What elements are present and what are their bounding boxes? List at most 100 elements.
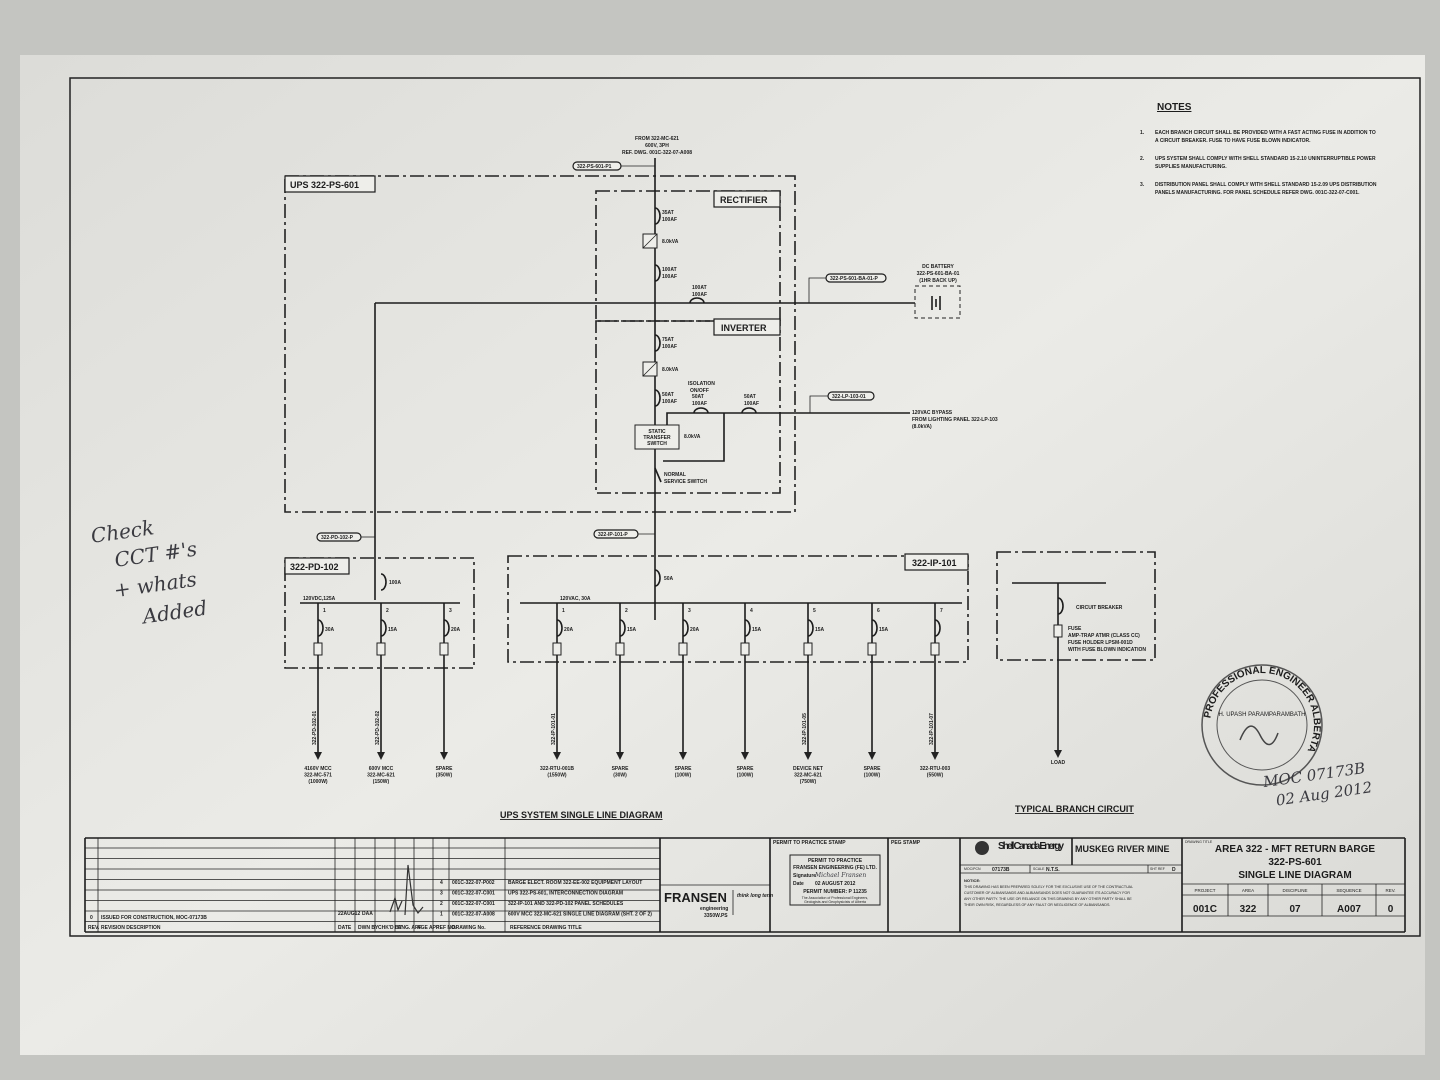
breaker-rating: 75AT [662,337,674,343]
number-header: REV. [1385,888,1395,893]
isolation-label: ISOLATION [688,381,715,387]
breaker-rating: 100AF [662,274,677,280]
bus-rating: 120VDC,125A [303,596,336,602]
battery-label: (1HR BACK UP) [919,278,957,284]
ref-drawing-title: BARGE ELECT. ROOM 322-EE-002 EQUIPMENT L… [508,880,642,886]
ref-drawing-number: 001C-322-07-C001 [452,891,495,897]
service-switch-label: NORMAL [664,472,686,478]
bypass-label: (8.0kVA) [912,424,932,430]
notice-text: THEIR OWN RISK, REGARDLESS OF ANY FAULT … [964,903,1110,907]
typical-label: FUSE HOLDER LPSM-001D [1068,640,1133,646]
ip101-cable-tag: 322-IP-101-P [598,532,628,538]
arrow-down-icon [868,752,876,760]
branch-number: 4 [750,608,753,614]
arrow-down-icon [616,752,624,760]
breaker-rating: 100A [389,580,401,586]
branch-number: 2 [386,608,389,614]
arrow-down-icon [804,752,812,760]
arrow-down-icon [679,752,687,760]
typical-branch-circuit: CIRCUIT BREAKER FUSE AMP-TRAP ATMR (CLAS… [996,551,1156,814]
breaker-rating: 20A [451,627,461,633]
battery-icon [914,285,961,319]
ref-header: REFERENCE DRAWING TITLE [510,925,582,931]
permit-date: 02 AUGUST 2012 [815,881,856,887]
panel-label: 322-IP-101 [912,558,957,568]
rev-header: DATE [338,925,352,931]
branch-number: 1 [323,608,326,614]
fuse-icon [867,642,877,656]
ref-drawing-number: 001C-322-07-C001 [452,901,495,907]
fuse-icon [1053,624,1063,638]
rev-header: AGE APP [417,925,440,931]
number-header: AREA [1242,888,1254,893]
permit-date-label: Date [793,881,804,887]
breaker-rating: 50AT [744,394,756,400]
notice-title: NOTICE: [964,878,980,883]
ref-drawing-title: UPS 322-PS-601, INTERCONNECTION DIAGRAM [508,891,623,897]
arrow-down-icon [314,752,322,760]
battery-label: DC BATTERY [922,264,954,270]
rev-number: 0 [90,915,93,921]
panel-322-ip-101: 322-IP-101 50A 120VAC, 30A 120A322-IP-10… [507,553,969,785]
cable-tag: 322-IP-101-01 [551,713,557,745]
note-text: PANELS MANUFACTURING. FOR PANEL SCHEDULE… [1155,190,1360,196]
ref-drawing-title: 322-IP-101 AND 322-PD-102 PANEL SCHEDULE… [508,901,624,907]
inverter-label: INVERTER [721,323,767,333]
breaker-rating: 50AT [662,392,674,398]
drawing-title-label: DRAWING TITLE [1185,840,1213,844]
battery-label: 322-PS-601-BA-01 [917,271,960,277]
rev-header: CHK'D BY [378,925,403,931]
breaker-rating: 15A [815,627,825,633]
isolation-label: 100AF [692,401,707,407]
rev-header: ENG. APP [398,925,422,931]
note-num: 1. [1140,130,1145,136]
company-job: 3350W.PS [704,913,728,919]
fuse-icon [803,642,813,656]
ref-number: 3 [440,891,443,897]
load-label: (100W) [864,773,881,779]
load-label: SPARE [436,766,454,772]
fuse-icon [439,642,449,656]
isolation-label: ON/OFF [690,388,709,394]
company-sub: engineering [700,906,728,912]
initials-signature [389,864,424,916]
rev-header: REV. [88,925,100,931]
company-tagline: think long term [737,893,774,899]
load-label: (150W) [373,779,390,785]
source-label: REF. DWG. 001C-322-07-A008 [622,150,692,156]
fuse-icon [376,642,386,656]
ref-header: DRAWING No. [452,925,486,931]
arrow-down-icon [377,752,385,760]
load-label: 322-MC-621 [367,773,395,779]
branch-number: 1 [562,608,565,614]
note-text: A CIRCUIT BREAKER. FUSE TO HAVE FUSE BLO… [1155,138,1311,144]
permit-signature-label: Signature [793,873,816,879]
bypass-label: FROM LIGHTING PANEL 322-LP-103 [912,417,998,423]
number-value: A007 [1337,904,1361,915]
breaker-rating: 15A [627,627,637,633]
bypass-label: 120VAC BYPASS [912,410,953,416]
load-label: SPARE [675,766,693,772]
number-header: DISCIPLINE [1282,888,1307,893]
breaker-rating: 35AT [662,210,674,216]
load-label: 4160V MCC [304,766,332,772]
number-value: 0 [1388,904,1394,915]
cable-tag: 322-IP-101-07 [929,713,935,745]
isolation-label: 50AT [692,394,704,400]
company-logo: FRANSEN [664,890,727,905]
typical-label: AMP-TRAP ATMR (CLASS CC) [1068,633,1140,639]
breaker-rating: 15A [752,627,762,633]
stamp-name: H. UPASH PARAMPARAMBATH [1219,712,1306,718]
arrow-down-icon [440,752,448,760]
sheet-label: SHT REF [1150,867,1165,871]
ref-drawing-number: 001C-322-07-P002 [452,880,495,886]
battery-cable-tag: 322-PS-601-BA-01-P [830,276,878,282]
sts-label: STATIC [648,429,666,435]
service-switch [654,467,662,483]
kva-rating: 8.0kVA [684,434,701,440]
